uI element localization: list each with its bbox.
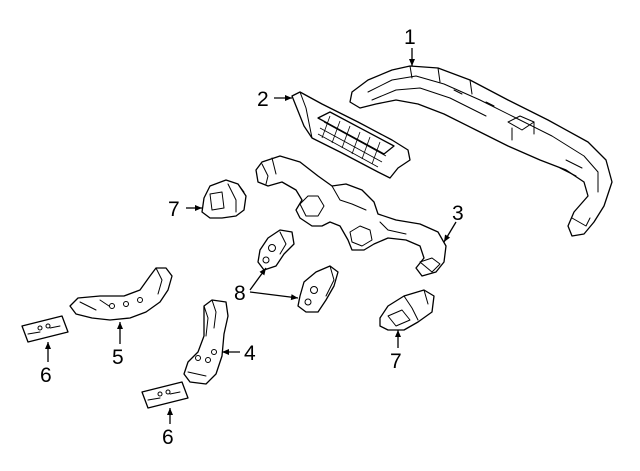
part-6-cover-plate-left bbox=[21, 315, 69, 343]
part-8-bracket-upper bbox=[257, 229, 295, 271]
callout-4: 4 bbox=[244, 342, 256, 365]
part-6-cover-plate-lower bbox=[141, 381, 189, 409]
part-3-center-duct bbox=[255, 155, 447, 277]
leader-8a bbox=[249, 267, 267, 291]
callout-3: 3 bbox=[452, 202, 464, 225]
callout-7-lower: 7 bbox=[390, 350, 402, 373]
callout-6-left: 6 bbox=[40, 364, 52, 387]
part-5-floor-duct-left bbox=[69, 267, 173, 321]
callout-5: 5 bbox=[112, 346, 124, 369]
grille-slats bbox=[317, 115, 387, 168]
callout-8: 8 bbox=[234, 282, 246, 305]
part-2-defroster-grille bbox=[291, 91, 411, 179]
part-7-vent-adapter-upper bbox=[201, 179, 247, 219]
part-1-main-duct bbox=[349, 65, 613, 237]
callout-6-lower: 6 bbox=[162, 426, 174, 449]
leader-lines bbox=[45, 48, 457, 424]
part-4-floor-duct-center bbox=[183, 299, 229, 385]
callout-7-upper: 7 bbox=[168, 198, 180, 221]
leader-3 bbox=[443, 221, 457, 243]
part-7-vent-adapter-lower bbox=[379, 289, 435, 331]
callout-1: 1 bbox=[404, 26, 416, 49]
callouts: 1 2 3 4 5 6 6 7 7 8 bbox=[40, 26, 464, 449]
callout-2: 2 bbox=[257, 88, 269, 111]
part-8-bracket-lower bbox=[297, 265, 339, 313]
leader-8b bbox=[249, 291, 299, 301]
